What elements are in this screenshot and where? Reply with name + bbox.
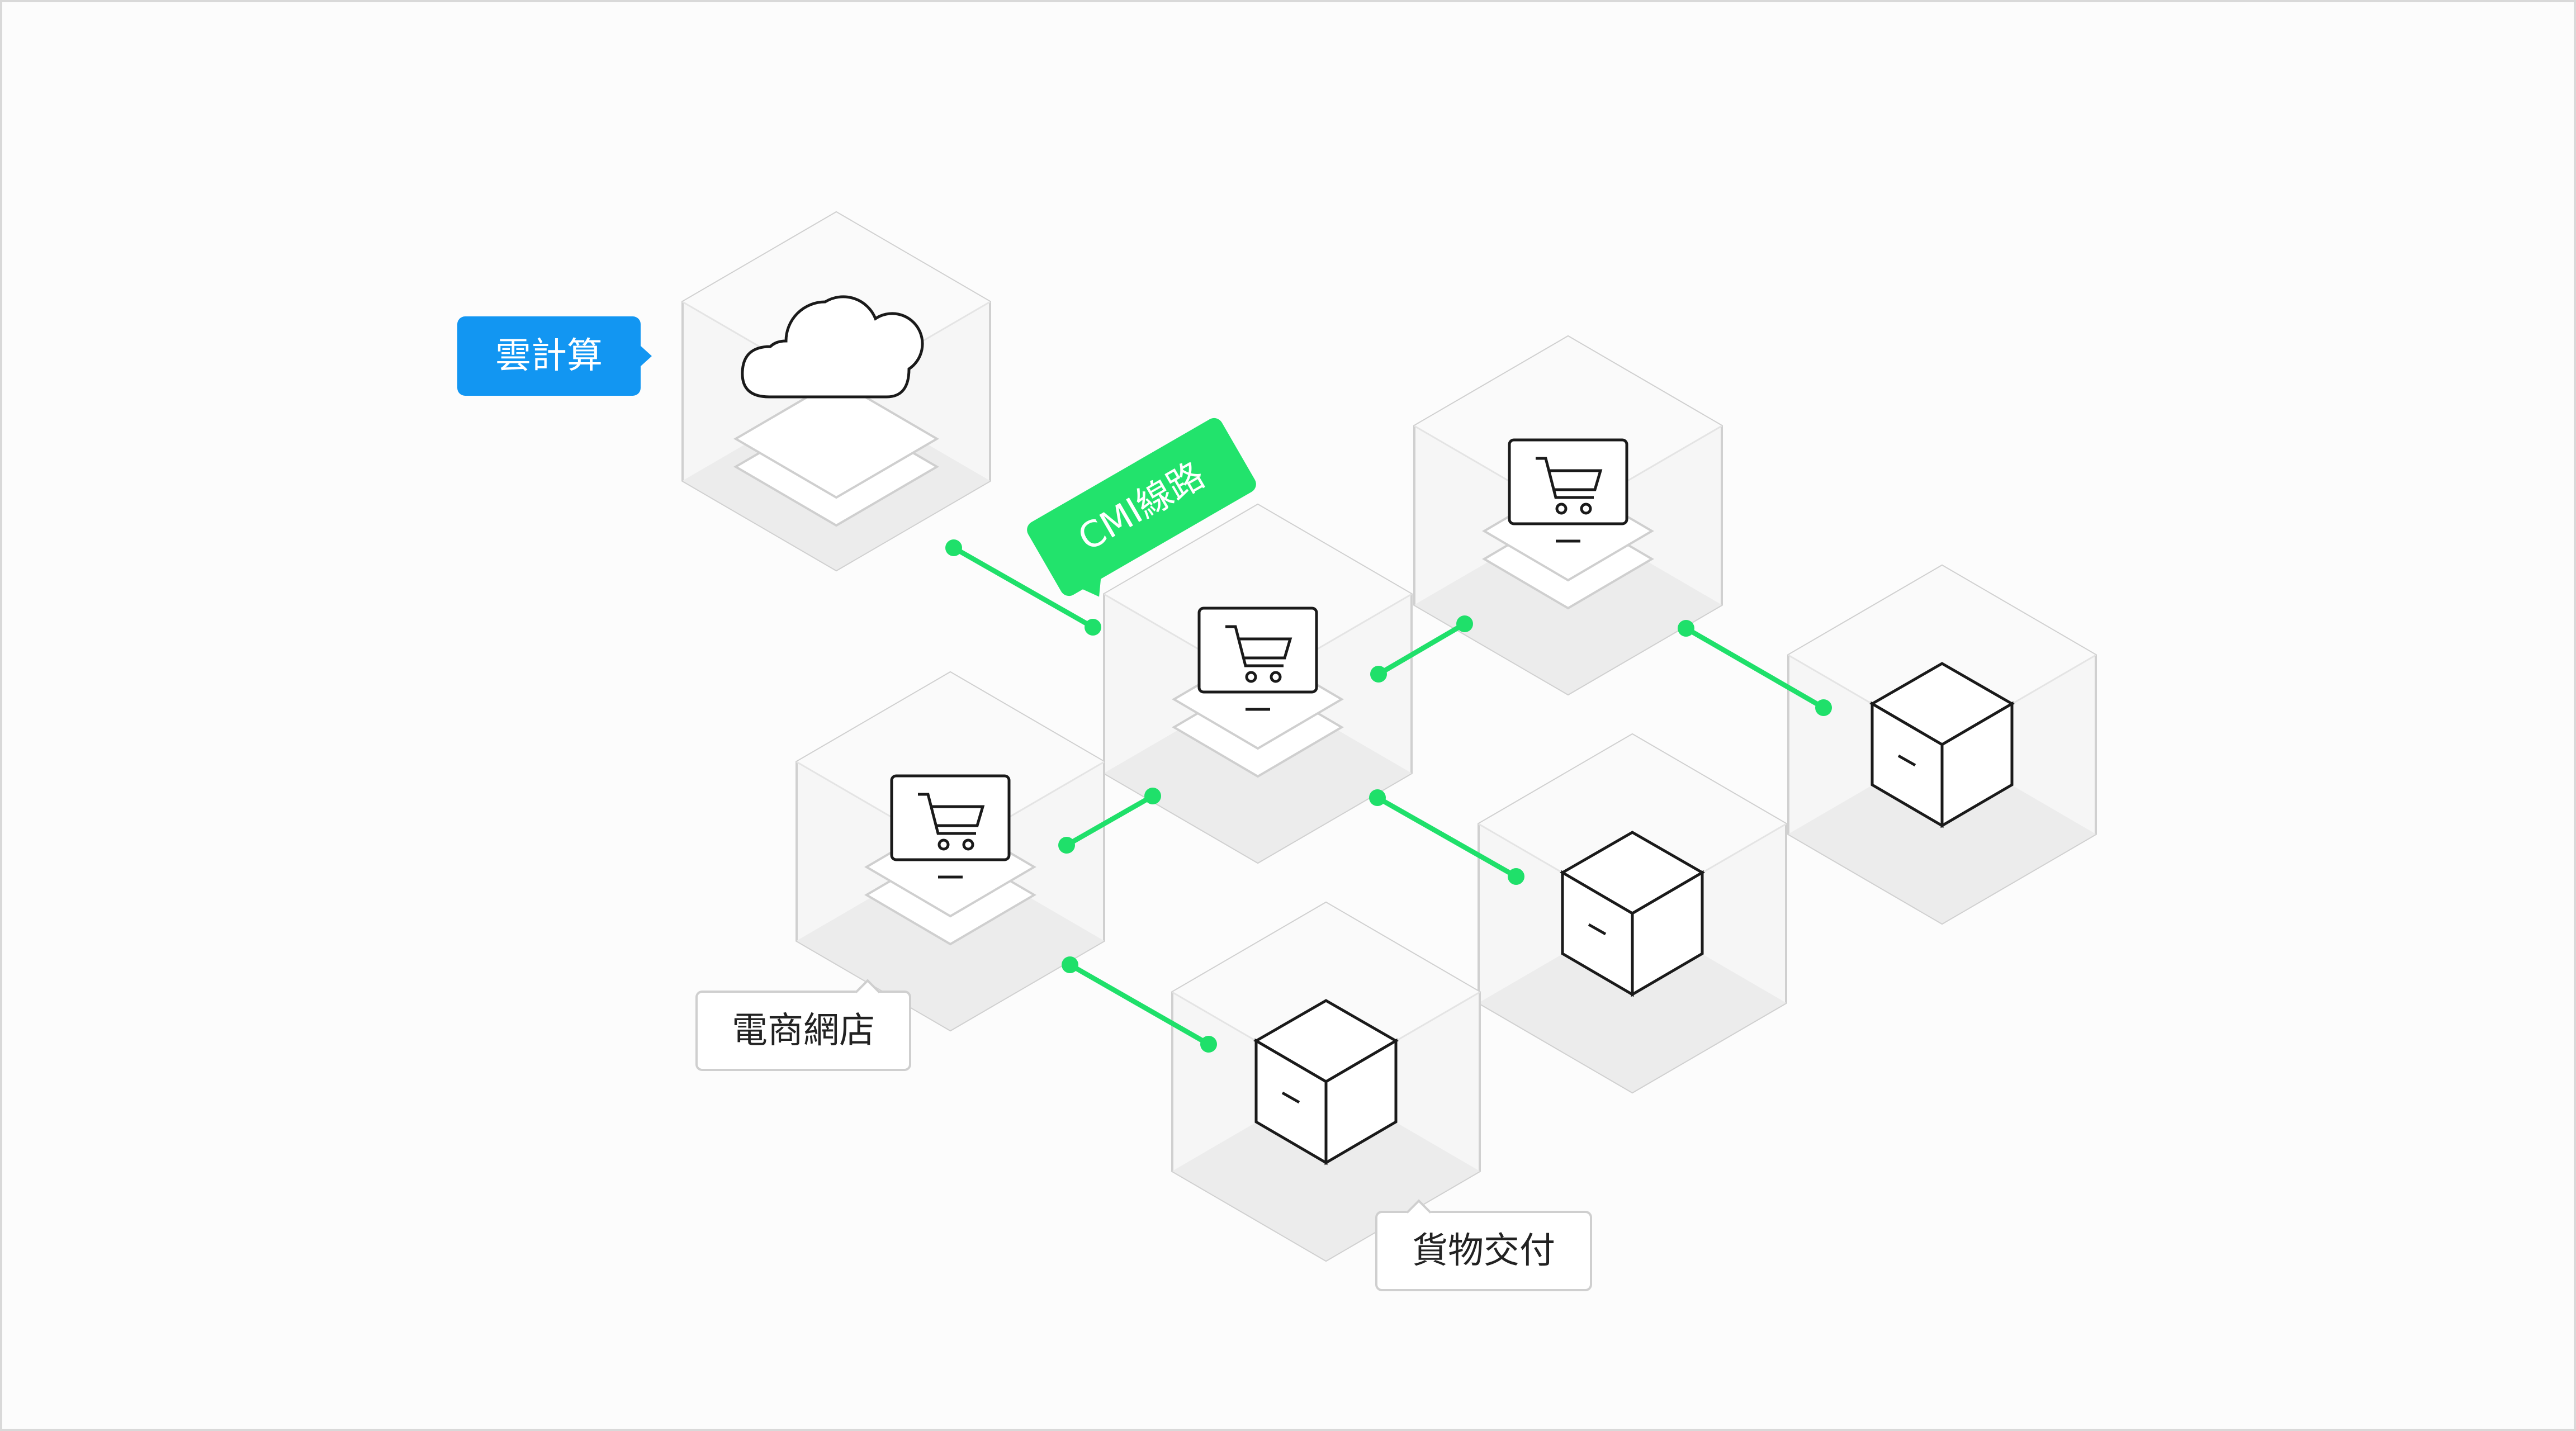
node-store-top xyxy=(1413,335,1723,695)
node-store-left xyxy=(795,671,1105,1031)
node-store-center xyxy=(1103,504,1413,864)
node-package-mid xyxy=(1478,733,1787,1093)
ecommerce-store-badge: 電商網店 xyxy=(695,991,911,1071)
connector-left-to-center xyxy=(1058,788,1161,854)
node-package-bottom xyxy=(1171,902,1481,1262)
connector-top-to-package-right xyxy=(1678,620,1832,716)
connector-center-to-package-mid xyxy=(1369,789,1524,885)
node-cloud xyxy=(681,211,991,571)
connector-cloud-to-center xyxy=(945,539,1101,636)
connectors xyxy=(945,539,1832,1053)
connector-center-to-top xyxy=(1370,615,1473,683)
node-package-right xyxy=(1787,565,2097,925)
connector-left-to-package-bottom xyxy=(1062,956,1217,1053)
cloud-computing-badge: 雲計算 xyxy=(457,316,652,396)
goods-delivery-badge: 貨物交付 xyxy=(1375,1211,1592,1291)
